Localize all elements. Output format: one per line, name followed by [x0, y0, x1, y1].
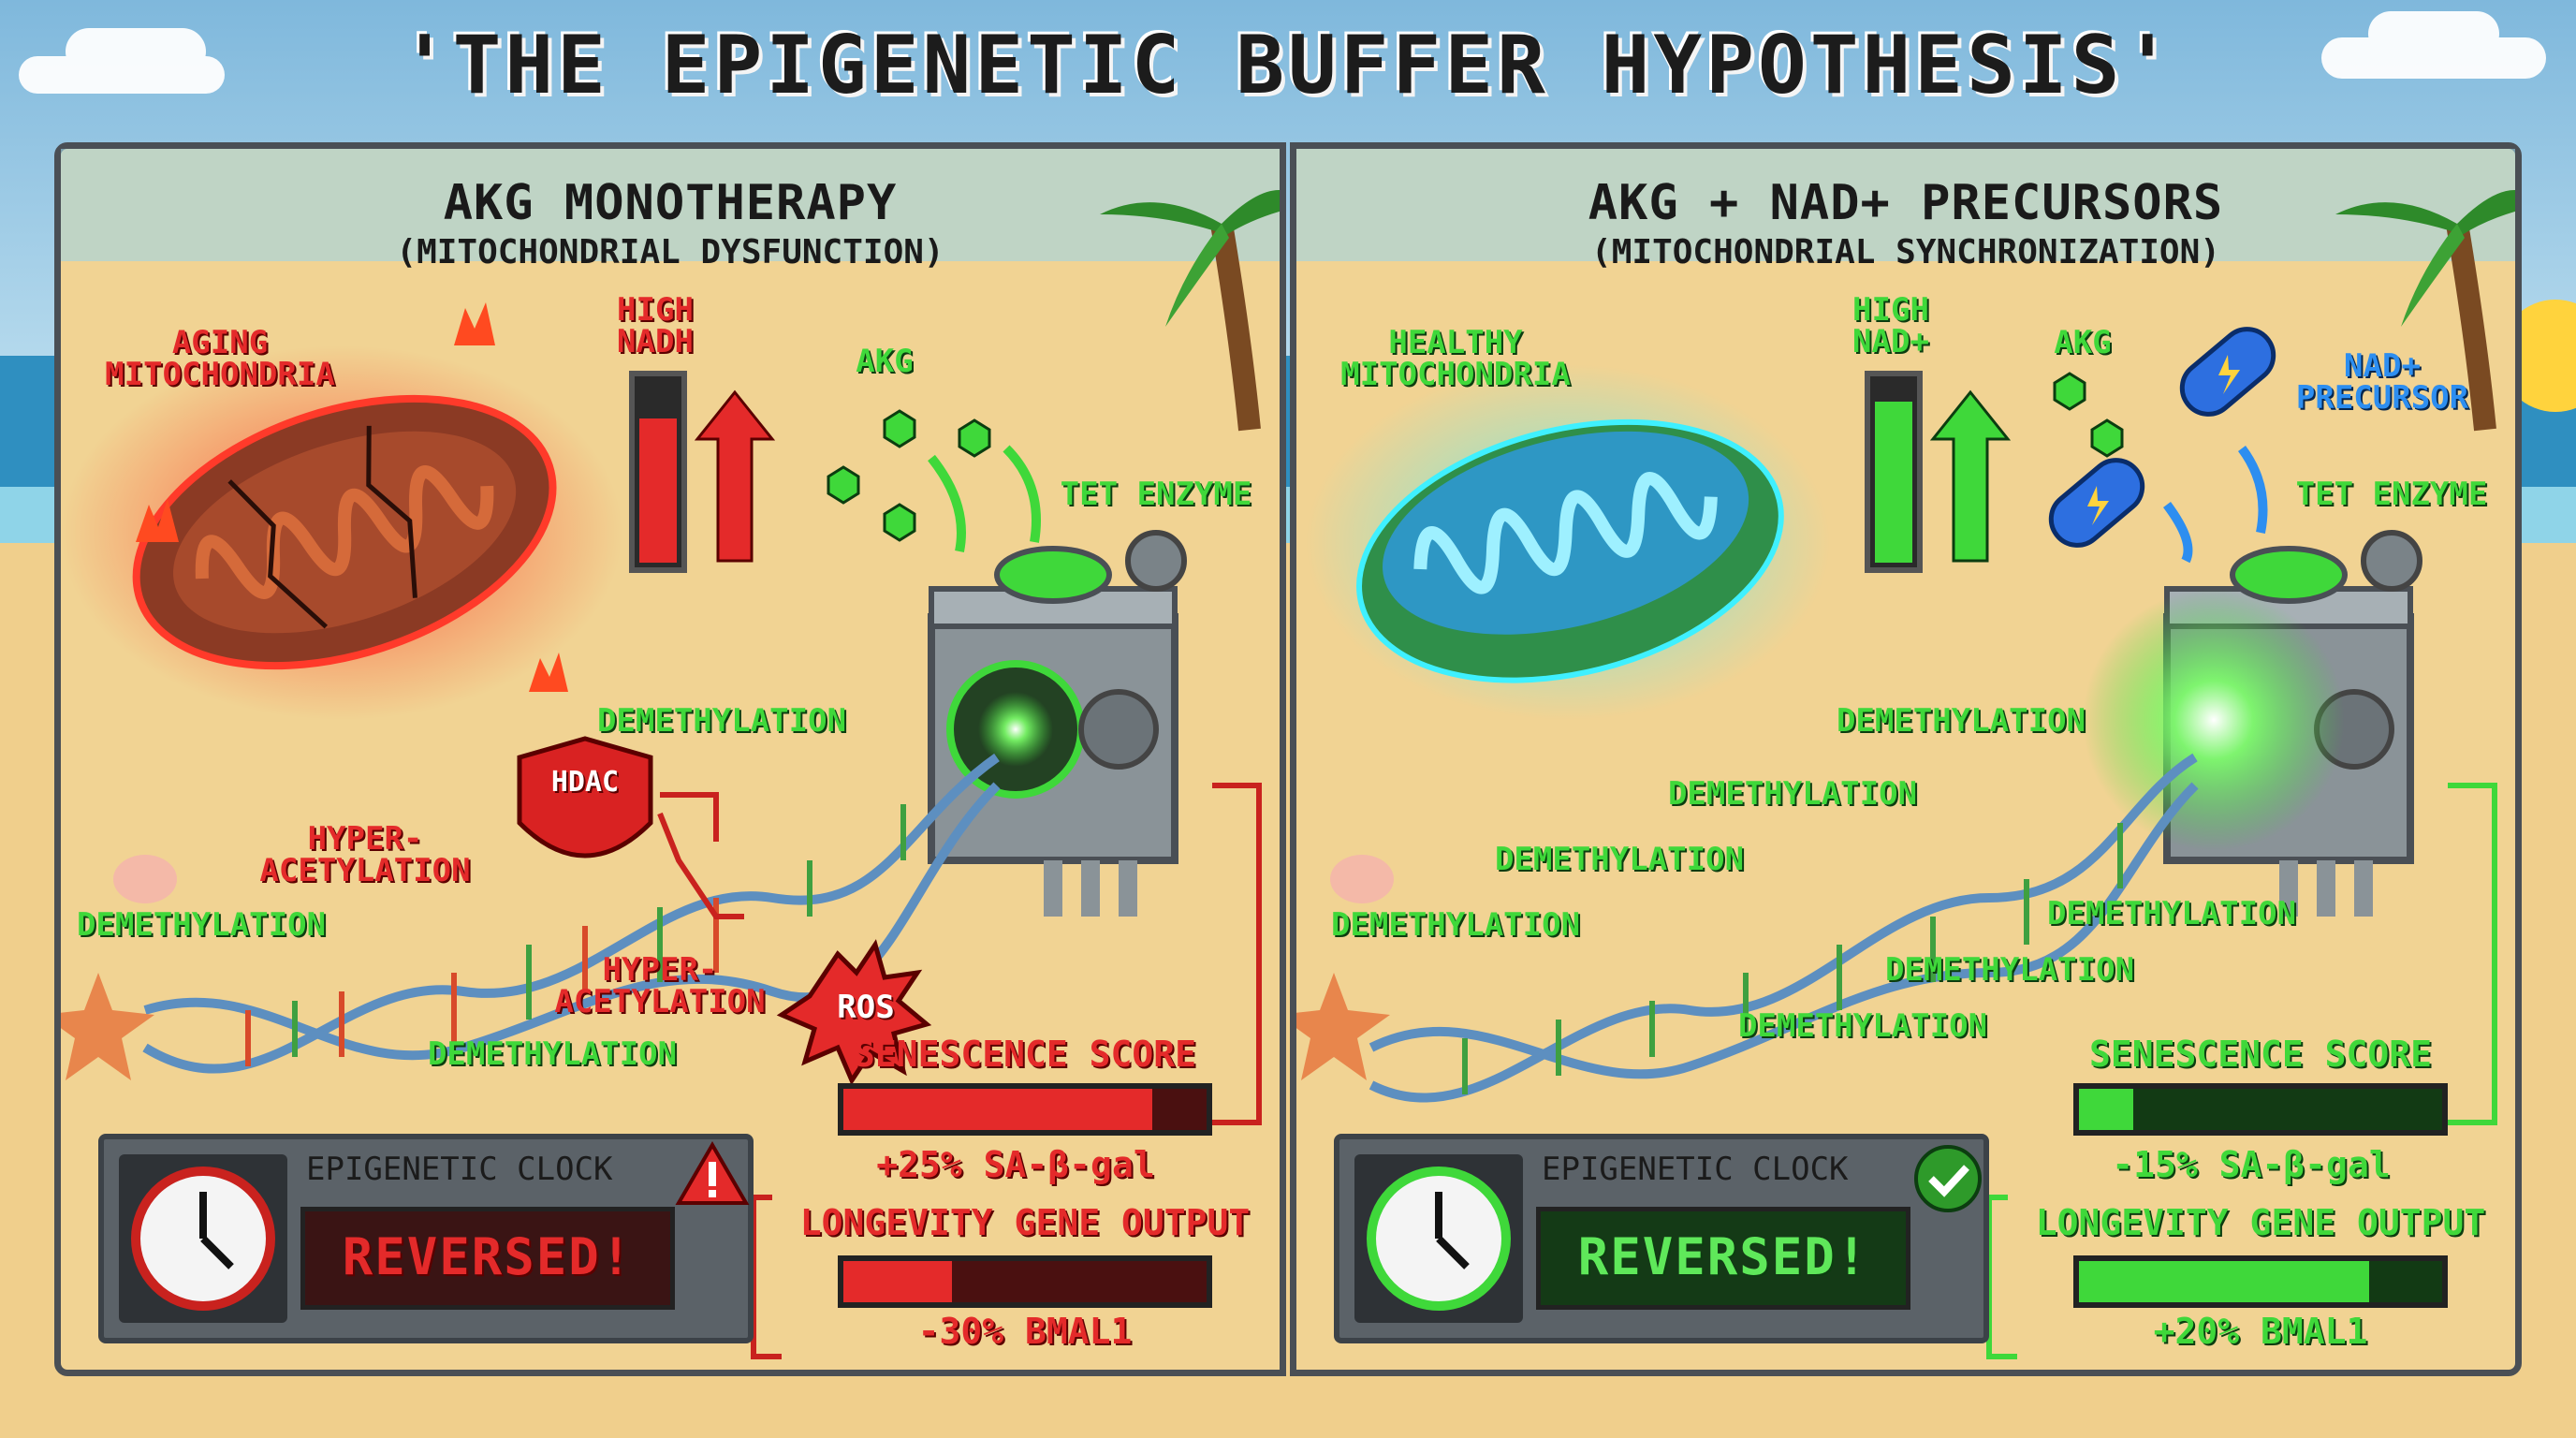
- senescence-score-fill: [843, 1089, 1152, 1130]
- right-subheading: (MITOCHONDRIAL SYNCHRONIZATION): [1591, 233, 2220, 271]
- demethylation-label-3: DEMETHYLATION: [427, 1035, 678, 1073]
- right-heading: AKG + NAD+ PRECURSORS: [1588, 175, 2224, 231]
- up-arrow-icon: [694, 389, 776, 563]
- palm-tree-icon: [1100, 190, 1280, 432]
- starfish-icon: [1296, 973, 1390, 1080]
- longevity-gene-bar: [2073, 1255, 2448, 1308]
- flame-icon: [136, 302, 568, 692]
- dna-helix-icon: [142, 753, 1001, 1074]
- senescence-score-bar: [2073, 1083, 2448, 1136]
- clock-icon: [1354, 1154, 1523, 1323]
- senescence-score-bar: [838, 1083, 1212, 1136]
- epigenetic-clock-panel: EPIGENETIC CLOCK REVERSED!: [98, 1134, 754, 1343]
- starfish-icon: [61, 973, 154, 1080]
- right-panel-art: [1296, 149, 2515, 1359]
- left-subheading: (MITOCHONDRIAL DYSFUNCTION): [396, 233, 944, 271]
- aging-mitochondria-icon: [132, 394, 557, 670]
- tet-enzyme-label: TET ENZYME: [1060, 476, 1252, 513]
- epigenetic-clock-status: REVERSED!: [300, 1207, 675, 1310]
- akg-label: AKG: [856, 343, 914, 380]
- hyperacetylation-label-2: HYPER- ACETYLATION: [554, 951, 766, 1020]
- demethylation-label-7: DEMETHYLATION: [1737, 1007, 1988, 1045]
- checkmark-icon: [1914, 1145, 1982, 1212]
- longevity-gene-value: -30% BMAL1: [917, 1311, 1133, 1352]
- seashell-icon: [113, 855, 177, 903]
- clock-icon: [119, 1154, 287, 1323]
- demethylation-label-6: DEMETHYLATION: [1884, 951, 2135, 989]
- hdac-shield-icon: [517, 736, 653, 858]
- epigenetic-clock-panel: EPIGENETIC CLOCK REVERSED!: [1334, 1134, 1989, 1343]
- hyperacetylation-label-1: HYPER- ACETYLATION: [259, 820, 471, 889]
- longevity-gene-title: LONGEVITY GENE OUTPUT: [799, 1202, 1251, 1243]
- longevity-gene-title: LONGEVITY GENE OUTPUT: [2035, 1202, 2486, 1243]
- ros-label: ROS: [837, 989, 895, 1026]
- nad-level-gauge: [1865, 371, 1923, 573]
- up-arrow-icon: [1929, 389, 2012, 563]
- senescence-score-fill: [2079, 1089, 2134, 1130]
- epigenetic-clock-label: EPIGENETIC CLOCK: [306, 1151, 613, 1188]
- curved-arrow-icon: [928, 445, 1041, 552]
- nadh-label: HIGH NADH: [617, 291, 694, 360]
- nad-label: HIGH NAD+: [1852, 291, 1929, 360]
- panel-akg-monotherapy: AKG MONOTHERAPY (MITOCHONDRIAL DYSFUNCTI…: [54, 142, 1286, 1376]
- ros-burst-icon: [776, 939, 932, 1086]
- curved-arrow-icon: [2162, 446, 2268, 564]
- demethylation-label-3: DEMETHYLATION: [1494, 841, 1745, 878]
- panel-akg-nad-precursors: AKG + NAD+ PRECURSORS (MITOCHONDRIAL SYN…: [1290, 142, 2522, 1376]
- nad-precursor-capsule-icon: [2048, 327, 2276, 548]
- epigenetic-clock-status: REVERSED!: [1536, 1207, 1910, 1310]
- nadh-level-gauge: [629, 371, 687, 573]
- left-heading: AKG MONOTHERAPY: [443, 175, 898, 231]
- senescence-score-value: +25% SA-β-gal: [876, 1144, 1155, 1185]
- tet-enzyme-label: TET ENZYME: [2295, 476, 2488, 513]
- demethylation-label-5: DEMETHYLATION: [2046, 895, 2297, 932]
- seashell-icon: [1330, 855, 1394, 903]
- senescence-score-title: SENESCENCE SCORE: [2088, 1034, 2433, 1075]
- tet-enzyme-machine-icon: [928, 530, 1187, 917]
- demethylation-label-2: DEMETHYLATION: [1667, 775, 1918, 813]
- aging-mitochondria-label: AGING MITOCHONDRIA: [105, 324, 335, 393]
- akg-molecule-icon: [2053, 372, 2124, 458]
- hdac-label: HDAC: [550, 766, 620, 799]
- palm-tree-icon: [2335, 190, 2515, 432]
- senescence-score-value: -15% SA-β-gal: [2112, 1144, 2391, 1185]
- demethylation-label-2: DEMETHYLATION: [76, 906, 327, 944]
- longevity-gene-fill: [843, 1261, 953, 1302]
- demethylation-label-4: DEMETHYLATION: [1330, 906, 1581, 944]
- page-title: 'THE EPIGENETIC BUFFER HYPOTHESIS': [400, 19, 2176, 112]
- healthy-mitochondria-label: HEALTHY MITOCHONDRIA: [1340, 324, 1571, 393]
- demethylation-label-1: DEMETHYLATION: [596, 702, 847, 740]
- longevity-gene-fill: [2079, 1261, 2370, 1302]
- left-panel-art: [61, 149, 1280, 1359]
- senescence-score-title: SENESCENCE SCORE: [853, 1034, 1197, 1075]
- longevity-gene-value: +20% BMAL1: [2153, 1311, 2368, 1352]
- healthy-mitochondria-icon: [1356, 418, 1784, 683]
- longevity-gene-bar: [838, 1255, 1212, 1308]
- activation-burst-icon: [2083, 589, 2345, 851]
- akg-label: AKG: [2054, 324, 2112, 361]
- dna-helix-icon: [1368, 753, 2199, 1103]
- demethylation-label-1: DEMETHYLATION: [1836, 702, 2086, 740]
- epigenetic-clock-label: EPIGENETIC CLOCK: [1542, 1151, 1849, 1188]
- akg-molecule-icon: [827, 409, 991, 542]
- nad-precursor-label: NAD+ PRECURSOR: [2295, 347, 2469, 417]
- warning-icon: [675, 1141, 750, 1205]
